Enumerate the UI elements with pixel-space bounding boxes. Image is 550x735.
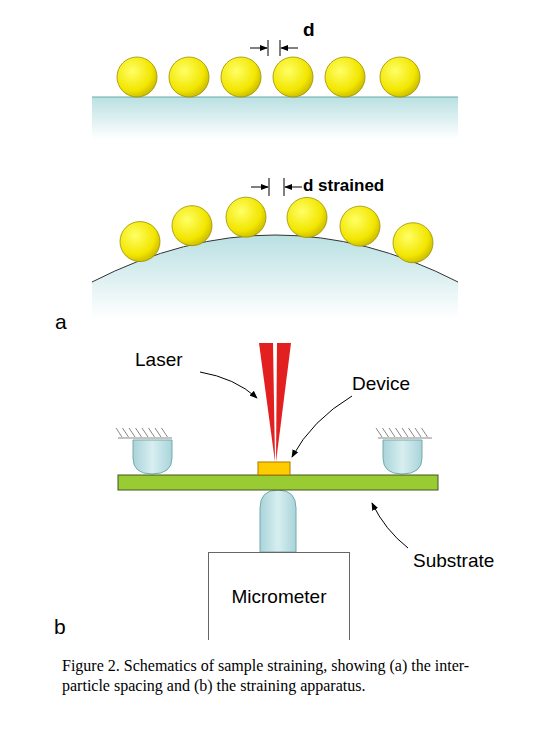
laser-beam — [276, 343, 291, 462]
device-chip — [258, 462, 290, 475]
laser-beam — [259, 343, 275, 462]
spacing-marker — [250, 40, 298, 56]
part-name: Device — [352, 374, 410, 395]
micrometer-plunger — [260, 490, 296, 552]
particle — [221, 57, 261, 97]
strained-spacing-label: d strained — [303, 177, 384, 196]
particle — [380, 57, 420, 97]
particle — [273, 57, 313, 97]
particle — [169, 57, 209, 97]
micrometer-box: Micrometer — [208, 552, 350, 640]
substrate-plate — [118, 475, 438, 490]
particle-row — [117, 57, 420, 97]
leader-line — [200, 372, 408, 548]
support-pin — [383, 440, 422, 474]
particle — [120, 222, 160, 262]
box-label: Micrometer — [231, 586, 326, 608]
particle — [325, 57, 365, 97]
panel-letter: a — [55, 310, 67, 333]
part-name: Substrate — [413, 551, 494, 572]
flat-substrate — [92, 97, 458, 139]
support-pin — [133, 440, 172, 474]
particle — [117, 57, 157, 97]
part-name: Laser — [135, 350, 183, 371]
fixed-support-hatch — [118, 438, 432, 439]
particle — [172, 206, 212, 246]
particle — [287, 197, 327, 237]
particle-row — [120, 197, 433, 263]
particle — [226, 197, 266, 237]
spacing-label: d — [303, 20, 315, 41]
fixed-support-hatch — [116, 428, 428, 437]
particle — [393, 223, 433, 263]
spacing-marker — [251, 178, 302, 196]
panel-letter: b — [54, 615, 66, 638]
figure-caption: Figure 2. Schematics of sample straining… — [62, 656, 502, 696]
particle — [340, 206, 380, 246]
